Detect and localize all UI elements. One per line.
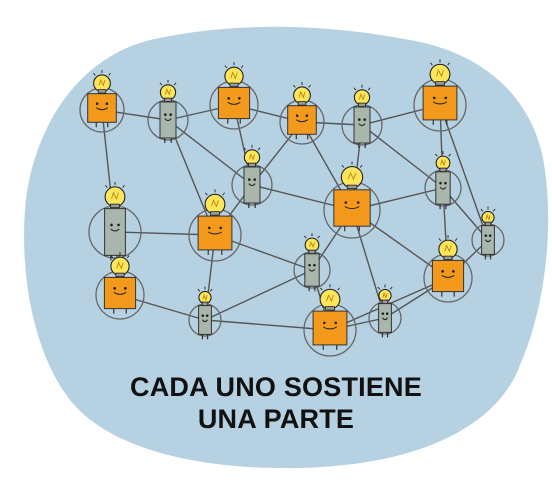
- lightbulb-icon: [435, 151, 451, 172]
- lightbulb-icon: [204, 189, 226, 216]
- lightbulb-icon: [319, 284, 341, 311]
- orange-person-icon: [423, 235, 473, 303]
- gray-person-icon: [231, 144, 273, 208]
- orange-person-icon: [79, 69, 125, 133]
- network-link: [204, 269, 313, 321]
- gray-person-icon: [341, 84, 383, 148]
- lightbulb-icon: [353, 84, 371, 107]
- lightbulb-icon: [293, 81, 311, 106]
- orange-person-icon: [303, 284, 357, 357]
- gray-person-icon: [368, 284, 402, 338]
- lightbulb-icon: [104, 181, 126, 209]
- background-blob: [24, 26, 549, 469]
- lightbulb-icon: [377, 284, 393, 304]
- gray-person-icon: [293, 233, 331, 292]
- lightbulb-icon: [110, 252, 130, 278]
- gray-person-icon: [424, 151, 462, 210]
- network-nodes: [79, 59, 505, 357]
- orange-person-icon: [95, 252, 145, 320]
- orange-person-icon: [413, 59, 467, 132]
- lightbulb-icon: [480, 206, 496, 226]
- network-link: [351, 209, 386, 319]
- gray-person-icon: [88, 181, 142, 261]
- caption-line-2: UNA PARTE: [197, 404, 355, 434]
- network-link: [439, 104, 489, 241]
- network-link: [361, 124, 444, 189]
- lightbulb-icon: [429, 59, 451, 86]
- lightbulb-icon: [197, 286, 213, 306]
- lightbulb-icon: [93, 69, 111, 94]
- orange-person-icon: [279, 81, 325, 145]
- lightbulb-icon: [243, 144, 261, 168]
- lightbulb-icon: [304, 233, 320, 254]
- orange-person-icon: [209, 62, 259, 130]
- gray-person-icon: [471, 206, 505, 260]
- lightbulb-icon: [159, 79, 177, 102]
- orange-person-icon: [188, 189, 242, 262]
- lightbulb-icon: [340, 161, 364, 190]
- network-link: [167, 119, 253, 186]
- gray-person-icon: [188, 286, 222, 340]
- network-link: [204, 319, 331, 331]
- gray-person-icon: [147, 79, 189, 143]
- lightbulb-icon: [224, 62, 244, 88]
- lightbulb-icon: [438, 235, 458, 261]
- orange-person-icon: [323, 161, 381, 239]
- caption-line-1: CADA UNO SOSTIENE: [130, 372, 422, 402]
